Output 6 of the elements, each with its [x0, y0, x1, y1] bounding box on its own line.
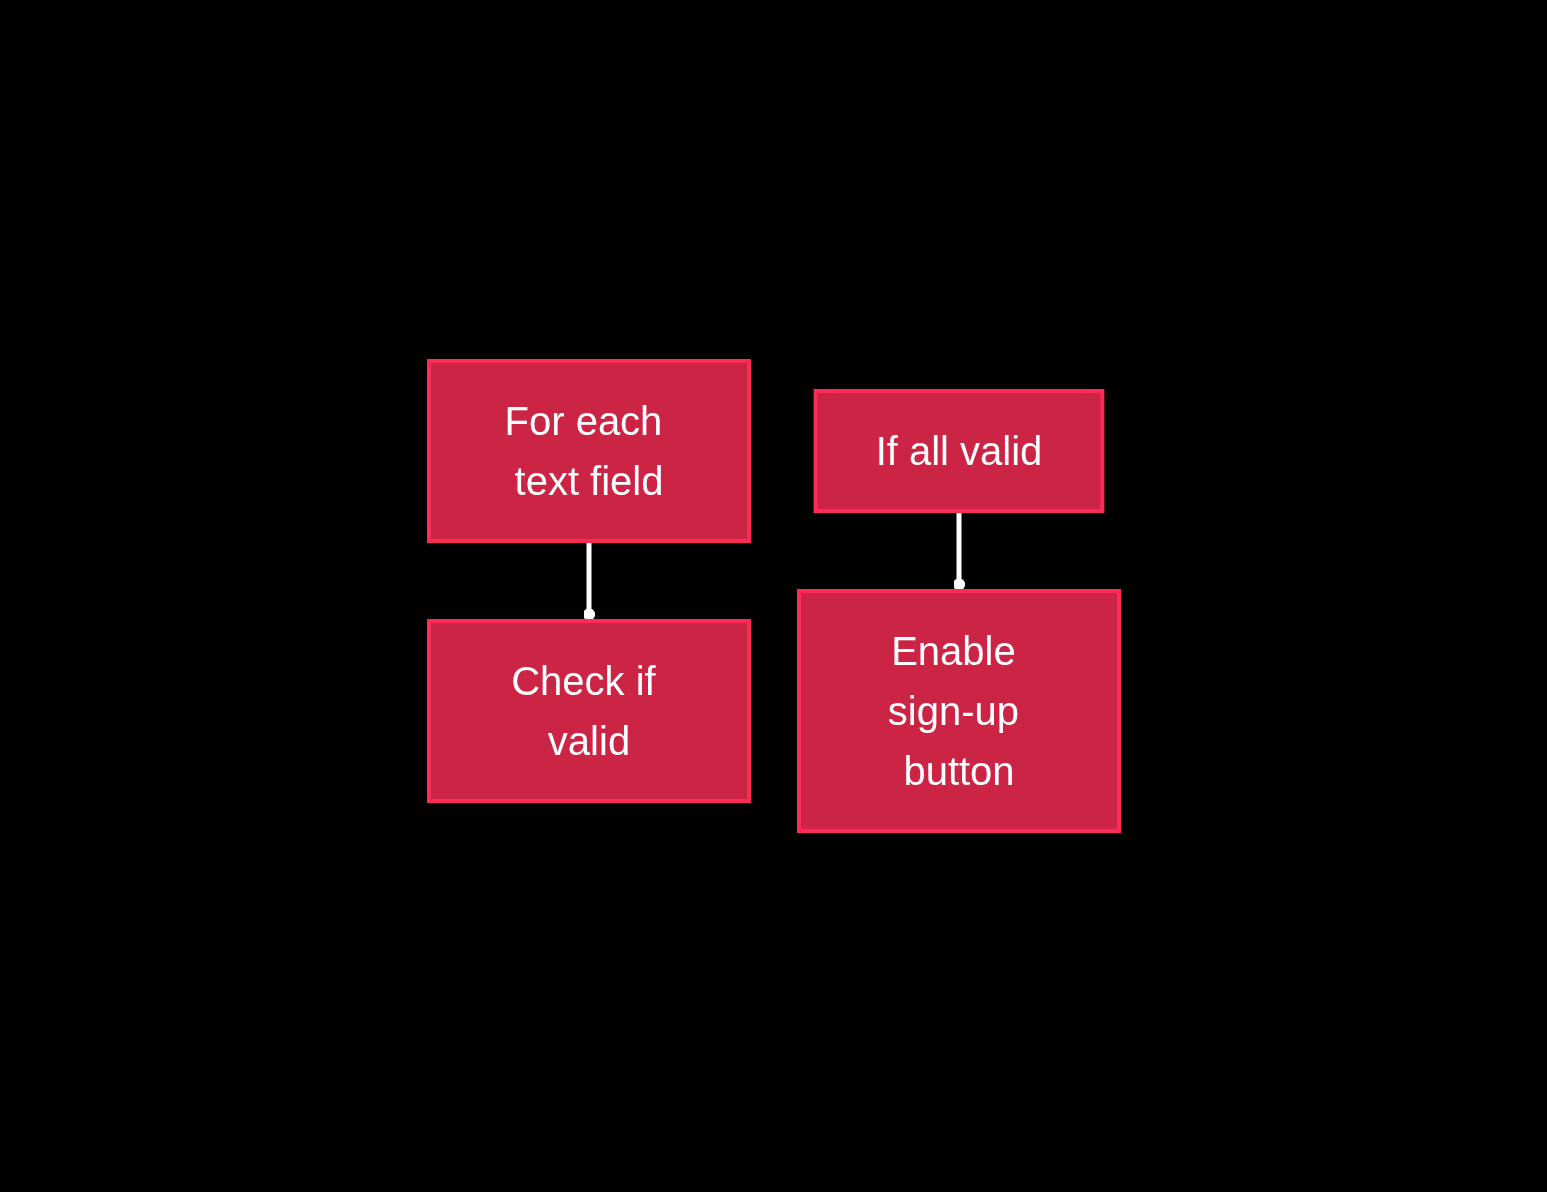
connector: [952, 511, 965, 591]
node-box: For each text field: [426, 359, 751, 543]
node-box: Enable sign-up button: [796, 589, 1121, 833]
connector: [582, 541, 595, 621]
node-box: If all valid: [813, 389, 1104, 513]
node-box: Check if valid: [426, 619, 751, 803]
